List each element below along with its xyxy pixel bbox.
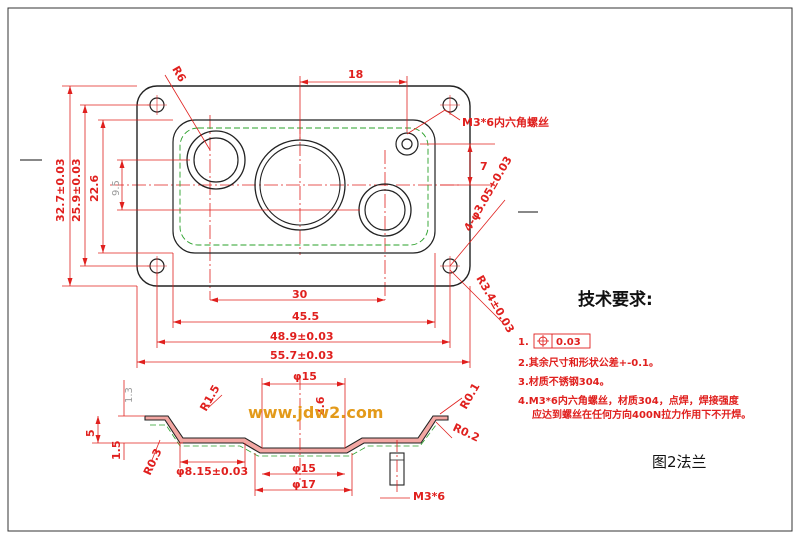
flange-outline	[136, 85, 471, 287]
dim-r6: R6	[169, 64, 188, 85]
dim-18: 18	[348, 68, 363, 81]
requirements-heading: 技术要求:	[578, 289, 653, 310]
dim-2-6: 2.6	[314, 396, 327, 416]
requirement-3: 3.材质不锈钢304。	[518, 375, 610, 388]
dim-r0-3: R0.3	[141, 446, 165, 477]
center-port-inner	[259, 144, 341, 226]
dim-m3x6: M3*6	[413, 490, 445, 503]
dim-55-7: 55.7±0.03	[270, 349, 334, 362]
section-center-lines	[299, 378, 398, 495]
sheet-border	[7, 7, 793, 532]
section-dimension-lines	[92, 378, 463, 499]
dim-9-5: 9.5	[111, 180, 122, 196]
requirement-1-number: 1.	[518, 337, 529, 348]
section-profile	[144, 415, 449, 454]
boss-hidden-line	[179, 127, 429, 246]
watermark: www.jdw2.com	[248, 403, 383, 422]
requirement-4-line2: 应达到螺丝在任何方向400N拉力作用下不开焊。	[532, 408, 751, 421]
left-port-outer	[186, 130, 246, 190]
screw-note: M3*6内六角螺丝	[462, 115, 549, 129]
plan-arrowheads	[67, 79, 473, 365]
corner-hole-centers	[147, 95, 460, 276]
left-port-inner	[193, 137, 239, 183]
dim-phi17: φ17	[292, 478, 316, 491]
section-arrowheads	[95, 381, 352, 493]
dim-30: 30	[292, 288, 308, 301]
screw-inner	[401, 138, 413, 150]
dim-45-5: 45.5	[292, 310, 319, 323]
right-port-inner	[364, 189, 406, 231]
corner-holes	[149, 97, 458, 274]
dim-1-5: 1.5	[110, 441, 123, 461]
dim-5: 5	[84, 429, 97, 437]
plan-view: 18 R6 M3*6内六角螺丝 7 4-φ3.05±0.03 R3.4±0.03…	[54, 64, 549, 368]
requirement-4-line1: 4.M3*6内六角螺丝，材质304，点焊，焊接强度	[518, 394, 740, 407]
dim-r0-1: R0.1	[457, 381, 482, 412]
dim-r0-2: R0.2	[451, 421, 482, 445]
dim-r3-4: R3.4±0.03	[473, 273, 516, 335]
position-tolerance-frame	[533, 333, 591, 349]
plan-dimension-lines	[62, 74, 506, 368]
plan-center-lines	[110, 115, 460, 300]
dim-32-7: 32.7±0.03	[54, 159, 67, 223]
dim-phi8-15: φ8.15±0.03	[176, 465, 248, 478]
section-view: φ15 1.3 R1.5 R0.1 5 2.6 R0.2 1.5 R0.3 φ8…	[84, 370, 483, 503]
dim-1-3: 1.3	[124, 387, 135, 403]
screw-outer	[395, 132, 419, 156]
dim-48-9: 48.9±0.03	[270, 330, 334, 343]
boss-outline	[172, 119, 436, 254]
section-hidden-line	[150, 424, 437, 457]
dim-phi15-bottom: φ15	[292, 462, 316, 475]
technical-requirements: 技术要求: 1. 0.03 2.其余尺寸和形状公差+-0.1。 3.材质不锈钢3…	[518, 289, 751, 421]
dim-22-6: 22.6	[88, 175, 101, 202]
position-tolerance-value: 0.03	[556, 337, 581, 348]
dim-25-9: 25.9±0.03	[70, 159, 83, 223]
dim-phi15-top: φ15	[293, 370, 317, 383]
drawing-title: 图2法兰	[652, 453, 707, 471]
dim-7: 7	[480, 160, 488, 173]
requirement-2: 2.其余尺寸和形状公差+-0.1。	[518, 356, 659, 369]
